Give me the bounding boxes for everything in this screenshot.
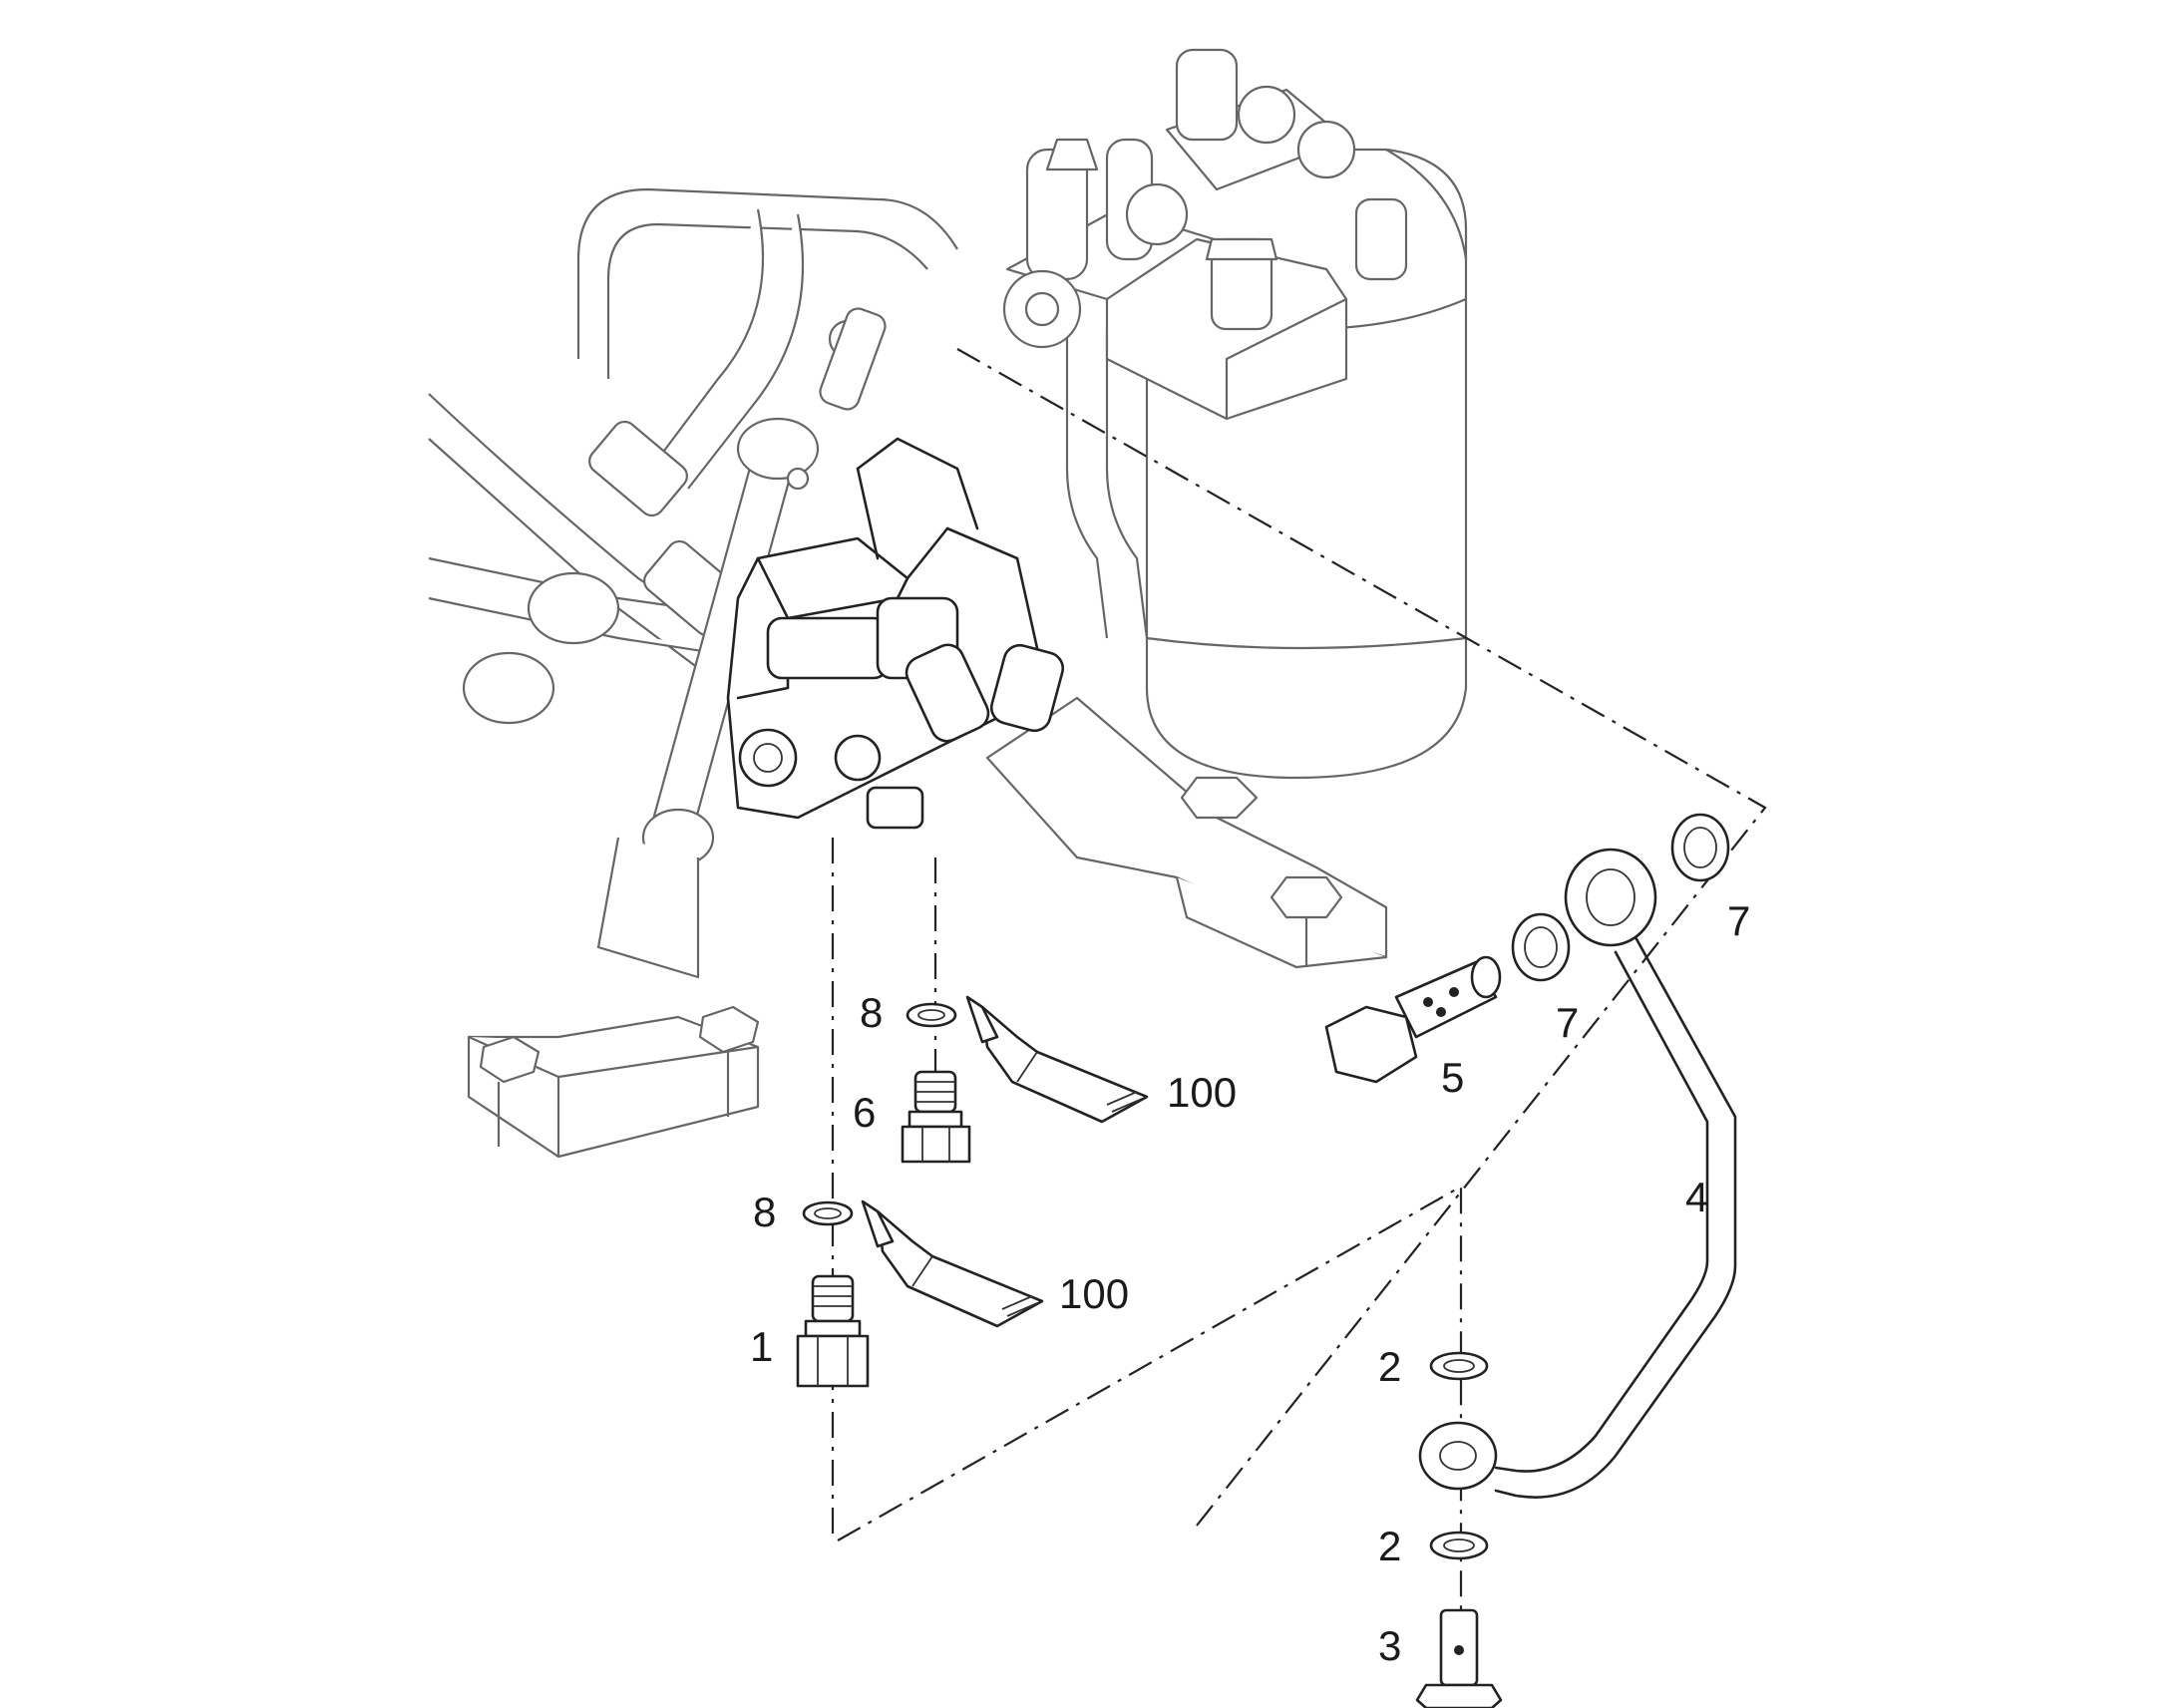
background-assembly — [428, 48, 1468, 1159]
callout-5: 5 — [1441, 1054, 1464, 1101]
valve-block — [1002, 48, 1408, 421]
callout-8-upper: 8 — [860, 989, 883, 1036]
callout-labels: 1 2 2 3 4 5 6 7 7 8 8 100 100 — [750, 897, 1750, 1669]
callout-8-lower: 8 — [753, 1189, 776, 1235]
seal-ring-8-upper — [906, 1002, 957, 1028]
adhesive-tube-100-upper — [965, 995, 1149, 1124]
callout-2-upper: 2 — [1378, 1343, 1401, 1390]
callout-1: 1 — [750, 1323, 773, 1370]
modulator-unit — [726, 437, 1065, 830]
mounting-bracket-left — [467, 1005, 760, 1159]
banjo-bolt-3 — [1415, 1608, 1503, 1708]
brake-pipe-4 — [1418, 848, 1737, 1499]
callout-100-upper: 100 — [1167, 1069, 1237, 1116]
callout-3: 3 — [1378, 1622, 1401, 1669]
fitting-1 — [796, 1274, 870, 1388]
callout-4: 4 — [1685, 1174, 1708, 1220]
fitting-6 — [901, 1070, 971, 1164]
level-valve-link — [596, 307, 887, 979]
seal-ring-8-lower — [802, 1200, 854, 1226]
callout-100-lower: 100 — [1059, 1270, 1129, 1317]
callout-6: 6 — [853, 1089, 876, 1136]
sealing-washer-7-upper — [1670, 813, 1730, 882]
mounting-bracket-right — [985, 696, 1388, 969]
callout-7-upper: 7 — [1727, 897, 1750, 944]
sealing-washer-2-lower — [1429, 1531, 1489, 1560]
adhesive-tube-100-lower — [861, 1199, 1044, 1328]
callout-7-lower: 7 — [1556, 999, 1579, 1046]
sealing-washer-2-upper — [1429, 1351, 1489, 1381]
banjo-bolt-5 — [1324, 955, 1502, 1084]
sealing-washer-7-lower — [1511, 912, 1571, 982]
callout-2-lower: 2 — [1378, 1523, 1401, 1569]
